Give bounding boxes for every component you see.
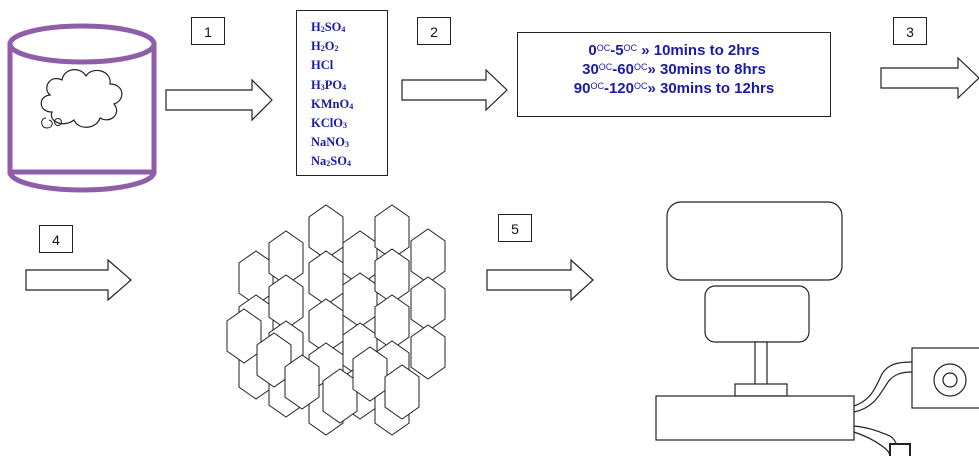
device-cable-1 <box>853 361 913 407</box>
step-label-2: 2 <box>417 17 451 45</box>
hexagon-cell <box>410 276 446 332</box>
hexagon-cell <box>374 204 410 260</box>
reagent-item: H2O2 <box>311 39 339 54</box>
hexagon-cell <box>352 346 388 402</box>
reagent-item: KMnO4 <box>311 96 354 111</box>
graphene-hexagon-network <box>226 204 446 436</box>
conditions-box: 0OC-5OC » 10mins to 2hrs 30OC-60OC» 30mi… <box>517 32 831 117</box>
hexagon-cell <box>374 294 410 350</box>
sensor-lens-inner <box>942 372 958 388</box>
hexagon-cell <box>374 248 410 304</box>
reagents-box: H2SO4 H2O2 HCl H3PO4 KMnO4 KClO3 NaNO3 N… <box>296 10 388 176</box>
hexagon-cell <box>322 368 358 424</box>
hexagon-cell <box>268 230 304 286</box>
hexagon-cell <box>410 228 446 284</box>
device-cable-4 <box>853 431 891 456</box>
device-shaft <box>754 341 768 387</box>
arrow-1 <box>165 78 273 122</box>
step-label-3: 3 <box>893 17 927 45</box>
reagent-item: HCl <box>311 58 334 73</box>
reagent-item: H2SO4 <box>311 20 346 34</box>
hexagon-cell <box>308 250 344 306</box>
device-cable-2 <box>853 371 913 413</box>
device-collar <box>734 383 788 397</box>
raw-material-cylinder <box>7 23 157 193</box>
device-top-unit <box>666 201 843 281</box>
hexagon-cell <box>384 364 420 420</box>
connector-box <box>889 443 911 456</box>
condition-line: 90OC-120OC» 30mins to 12hrs <box>573 80 775 97</box>
reagent-item: KClO3 <box>311 116 347 131</box>
reagent-item: H3PO4 <box>311 77 347 92</box>
graphite-cloud-icon <box>40 69 123 128</box>
reagent-item: Na2SO4 <box>311 154 351 169</box>
device-apparatus <box>655 201 979 456</box>
arrow-5 <box>486 258 594 302</box>
arrow-3 <box>880 56 979 100</box>
step-label-1: 1 <box>191 17 225 45</box>
device-middle-unit <box>704 285 810 343</box>
hexagon-cell <box>226 308 262 364</box>
arrow-2 <box>401 68 508 112</box>
step-label-5: 5 <box>498 214 532 242</box>
condition-line: 30OC-60OC» 30mins to 8hrs <box>582 61 766 78</box>
device-base <box>655 395 855 441</box>
hexagon-cell <box>284 354 320 410</box>
condition-line: 0OC-5OC » 10mins to 2hrs <box>588 42 760 59</box>
hexagon-cell <box>342 272 378 328</box>
hexagon-cell <box>268 274 304 330</box>
step-label-4: 4 <box>39 225 73 253</box>
arrow-4 <box>25 258 132 302</box>
hexagon-cell <box>410 324 446 380</box>
reagent-item: NaNO3 <box>311 135 350 150</box>
